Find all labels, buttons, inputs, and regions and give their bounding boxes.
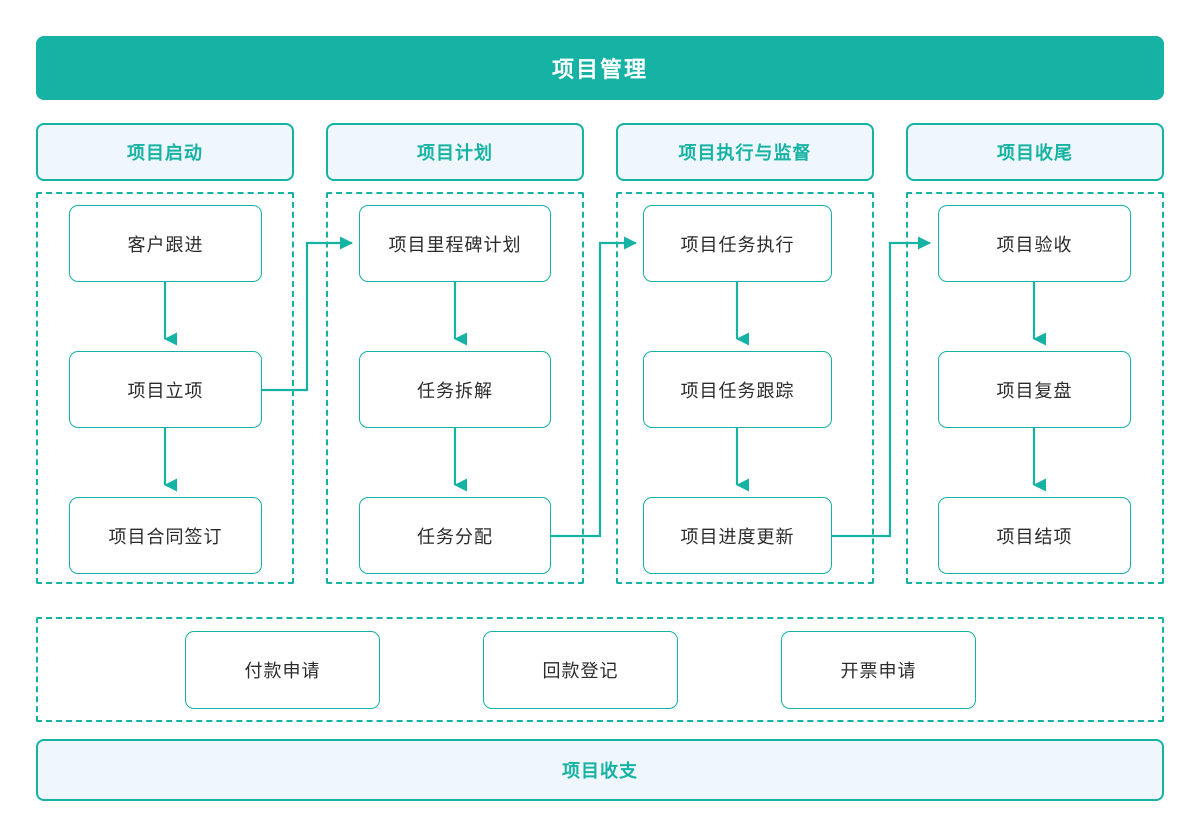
- node-label-hetongqianding: 项目合同签订: [108, 526, 223, 547]
- node-xiangmufupan[interactable]: 项目复盘: [938, 351, 1131, 428]
- node-lichengbeijihua[interactable]: 项目里程碑计划: [359, 205, 551, 282]
- phase-header-label-3: 项目执行与监督: [678, 143, 812, 163]
- node-label-huikuandengji: 回款登记: [542, 661, 619, 681]
- node-fukuanshenqing[interactable]: 付款申请: [185, 631, 380, 709]
- node-label-renwuzhixing: 项目任务执行: [680, 234, 795, 255]
- node-jinduggengxin[interactable]: 项目进度更新: [643, 497, 832, 574]
- node-xiangmujiexiang[interactable]: 项目结项: [938, 497, 1131, 574]
- finance-group: [36, 617, 1164, 722]
- node-label-fukuanshenqing: 付款申请: [244, 661, 321, 681]
- phase-header-label-4: 项目收尾: [997, 143, 1073, 163]
- node-label-renwufenpei: 任务分配: [417, 526, 493, 547]
- node-label-kaipiaoshenqing: 开票申请: [840, 661, 917, 681]
- node-renwuzhixing[interactable]: 项目任务执行: [643, 205, 832, 282]
- node-label-xiangmufupan: 项目复盘: [996, 380, 1073, 401]
- node-label-renwugenzong: 项目任务跟踪: [680, 380, 795, 401]
- node-label-lichengbeijihua: 项目里程碑计划: [388, 234, 522, 255]
- node-hetongqianding[interactable]: 项目合同签订: [69, 497, 262, 574]
- node-renwuchaijie[interactable]: 任务拆解: [359, 351, 551, 428]
- node-kaipiaoshenqing[interactable]: 开票申请: [781, 631, 976, 709]
- node-label-jinduggengxin: 项目进度更新: [680, 526, 795, 547]
- summary-bar-label: 项目收支: [562, 761, 638, 781]
- node-huikuandengji[interactable]: 回款登记: [483, 631, 678, 709]
- summary-bar[interactable]: 项目收支: [36, 739, 1164, 801]
- node-label-xiangmulixiang: 项目立项: [127, 380, 204, 401]
- node-renwufenpei[interactable]: 任务分配: [359, 497, 551, 574]
- node-label-xiangmuyanshou: 项目验收: [996, 234, 1073, 255]
- node-renwugenzong[interactable]: 项目任务跟踪: [643, 351, 832, 428]
- node-label-xiangmujiexiang: 项目结项: [996, 526, 1073, 547]
- node-xiangmulixiang[interactable]: 项目立项: [69, 351, 262, 428]
- master-banner: 项目管理: [36, 36, 1164, 100]
- node-kehugenjin[interactable]: 客户跟进: [69, 205, 262, 282]
- phase-header-4[interactable]: 项目收尾: [906, 123, 1164, 181]
- node-xiangmuyanshou[interactable]: 项目验收: [938, 205, 1131, 282]
- phase-header-label-1: 项目启动: [127, 143, 203, 163]
- phase-header-3[interactable]: 项目执行与监督: [616, 123, 874, 181]
- phase-header-2[interactable]: 项目计划: [326, 123, 584, 181]
- phase-header-label-2: 项目计划: [417, 143, 493, 163]
- phase-header-1[interactable]: 项目启动: [36, 123, 294, 181]
- node-label-kehugenjin: 客户跟进: [127, 234, 204, 255]
- master-banner-label: 项目管理: [551, 57, 648, 82]
- node-label-renwuchaijie: 任务拆解: [417, 380, 493, 401]
